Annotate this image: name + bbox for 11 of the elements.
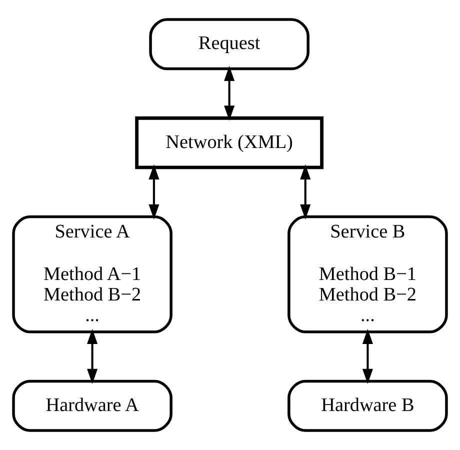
- node-box: Network (XML): [135, 116, 324, 170]
- arrow: [148, 164, 160, 220]
- node-box: Hardware A: [12, 380, 172, 432]
- arrow: [362, 328, 373, 384]
- node-box: Service B Method B−1 Method B−2 ...: [288, 215, 448, 334]
- arrow: [224, 66, 235, 121]
- arrow: [300, 164, 311, 220]
- node-box: Hardware B: [288, 380, 448, 432]
- node-box: Request: [149, 18, 310, 70]
- node-box: Service A Method A−1 Method B−2 ...: [12, 215, 172, 334]
- arrow: [87, 328, 98, 384]
